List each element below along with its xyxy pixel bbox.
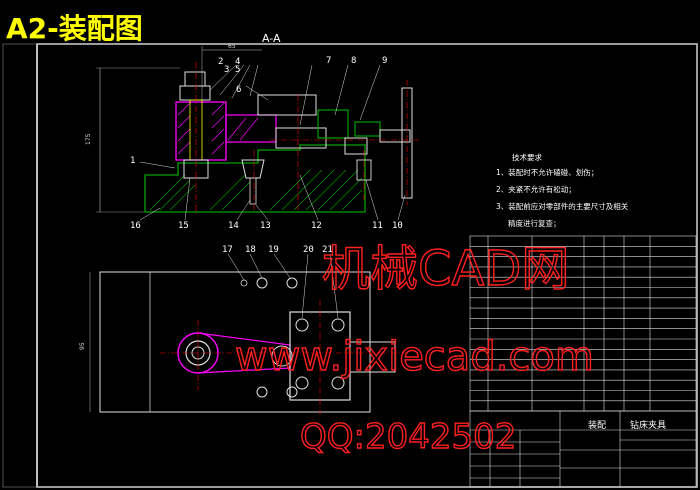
parts-list-table (469, 235, 697, 412)
part-number: 16 (130, 221, 141, 231)
section-view-aa: 65 A-A 175 (85, 32, 420, 221)
part-number: 3 (224, 65, 229, 75)
watermark-url: www.jixiecad.com (235, 334, 594, 380)
watermark-brand: 机械CAD网 (322, 241, 569, 297)
part-number: 18 (245, 245, 256, 255)
tech-req-item: 2、夹紧不允许有松动； (496, 184, 576, 194)
balloon-labels-plan: 17 18 19 20 21 (222, 245, 333, 255)
balloon-labels-bottom: 16 15 14 13 12 11 10 (130, 221, 403, 231)
dim-left: 175 (85, 133, 92, 145)
tech-req-heading: 技术要求 (512, 152, 542, 162)
drawing-name: 钻床夹具 (630, 419, 666, 431)
balloon-labels-top: 2 3 4 5 6 7 8 9 1 (130, 56, 387, 166)
technical-requirements: 技术要求 1、装配时不允许磕碰、划伤； 2、夹紧不允许有松动； 3、装配前应对零… (496, 152, 629, 228)
title-block (469, 410, 697, 488)
part-number: 12 (311, 221, 322, 231)
part-number: 19 (268, 245, 279, 255)
part-number: 13 (260, 221, 271, 231)
drawing-title: A2-装配图 (6, 12, 143, 45)
part-number: 9 (382, 56, 387, 66)
part-number: 5 (235, 65, 240, 75)
tech-req-item: 1、装配时不允许磕碰、划伤； (496, 167, 598, 177)
part-number: 1 (130, 156, 135, 166)
watermark-qq: QQ:2042502 (300, 417, 516, 457)
part-number: 4 (235, 57, 240, 67)
part-number: 7 (326, 56, 331, 66)
part-number: 10 (392, 221, 403, 231)
watermark-group: 机械CAD网 www.jixiecad.com QQ:2042502 (234, 240, 594, 457)
dim-top: 65 (228, 43, 236, 50)
part-number: 2 (218, 57, 223, 67)
tech-req-item: 精度进行复查； (508, 218, 561, 228)
section-label: A-A (262, 32, 281, 45)
title-block-header: 装配 (588, 419, 606, 431)
part-number: 20 (303, 245, 314, 255)
outer-frame (2, 43, 698, 488)
part-number: 21 (322, 245, 333, 255)
part-number: 17 (222, 245, 233, 255)
part-number: 6 (236, 85, 241, 95)
part-number: 11 (372, 221, 383, 231)
part-number: 14 (228, 221, 239, 231)
dim-bottom-left: 95 (79, 342, 86, 350)
tech-req-item: 3、装配前应对零部件的主要尺寸及相关 (496, 201, 629, 211)
part-number: 8 (351, 56, 356, 66)
part-number: 15 (178, 221, 189, 231)
plan-view: 95 (79, 253, 410, 415)
